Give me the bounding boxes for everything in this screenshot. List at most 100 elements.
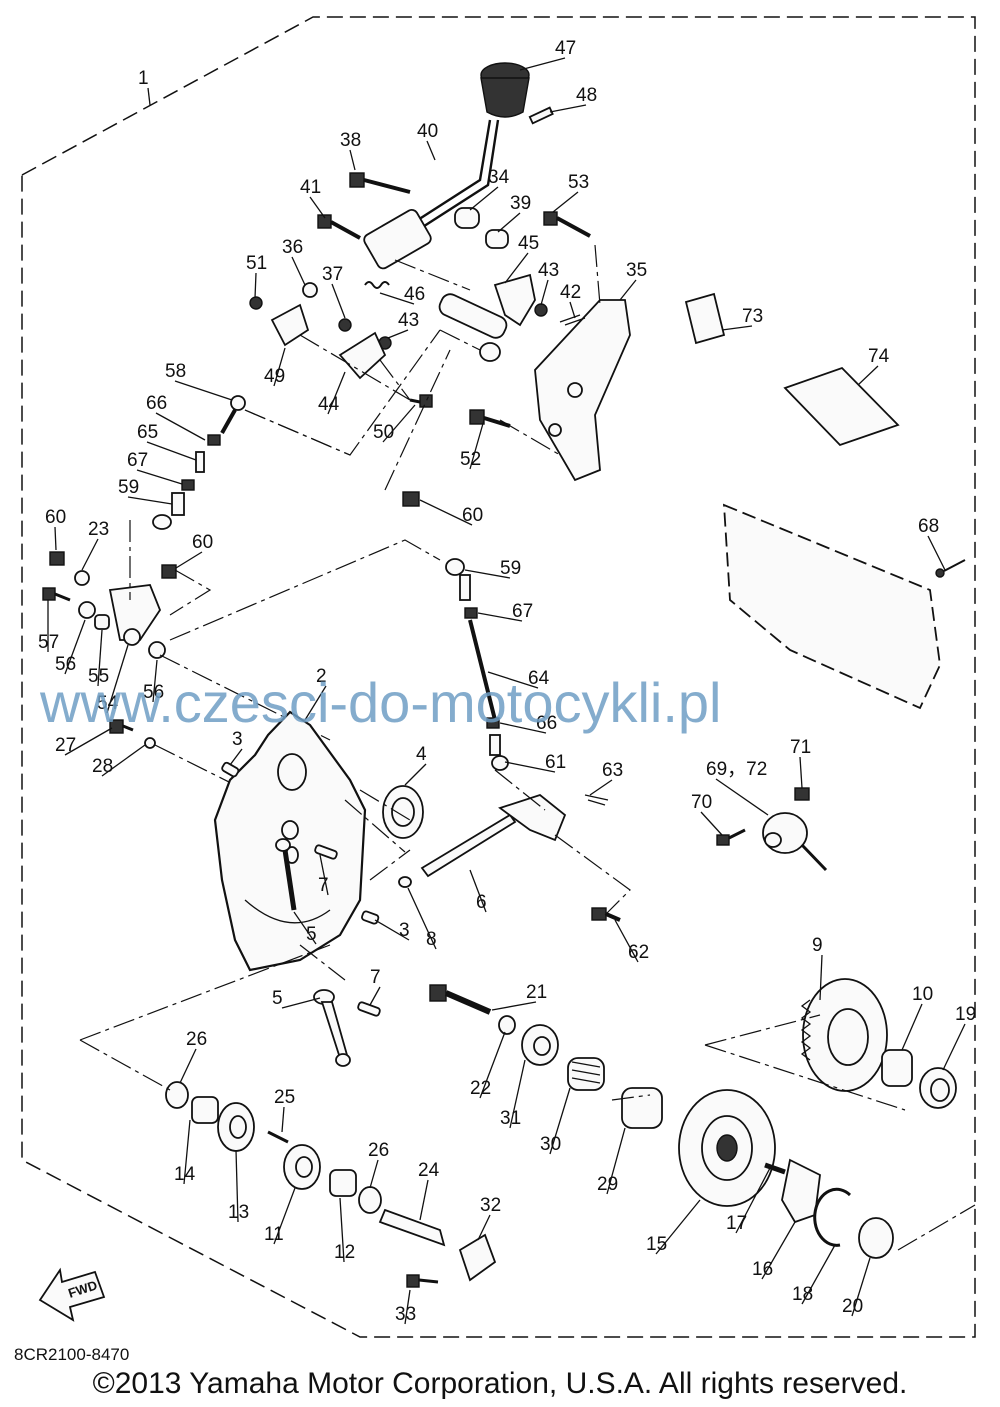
part-25-spring: [267, 1130, 289, 1144]
part-15-gear: [678, 1089, 776, 1207]
part-5-link-rod-b: [313, 989, 351, 1067]
part-number-label: 42: [560, 282, 581, 303]
part-13-gear: [217, 1102, 255, 1152]
leader-line: [54, 526, 57, 551]
fwd-arrow: FWD: [38, 1267, 106, 1322]
part-49-switch: [270, 303, 310, 347]
leader-line: [64, 619, 86, 675]
part-43-nut-a: [534, 303, 548, 317]
watermark: www.czesci-do-motocykli.pl: [39, 671, 722, 734]
part-number-label: 38: [340, 130, 361, 151]
part-number-label: 36: [282, 237, 303, 258]
part-number-label: 40: [417, 121, 438, 142]
part-number-label: 54: [97, 693, 119, 714]
leader-line: [101, 744, 146, 777]
leader-line: [477, 1214, 491, 1241]
part-66-nut: [207, 434, 221, 446]
part-67-nut-center: [464, 607, 478, 619]
leader-line: [293, 911, 317, 945]
part-labels: 1474840383439534136513746454342354349447…: [38, 38, 976, 1325]
part-number-label: 1: [138, 68, 149, 89]
part-65-rod: [195, 451, 205, 473]
leader-line: [175, 551, 203, 569]
leader-line: [183, 1119, 191, 1185]
leader-line: [504, 252, 529, 284]
part-number-label: 19: [955, 1004, 976, 1025]
leader-line: [369, 986, 381, 1006]
part-number-label: 24: [418, 1160, 440, 1181]
part-number-label: 2: [316, 666, 327, 687]
leader-line: [549, 104, 587, 113]
part-number-label: 14: [174, 1164, 196, 1185]
part-number-label: 26: [368, 1140, 389, 1161]
part-8-clip: [398, 876, 412, 888]
part-number-label: 50: [373, 422, 394, 443]
part-number-label: 47: [555, 38, 576, 59]
part-number-label: 60: [192, 532, 213, 553]
part-number-label: 70: [691, 792, 712, 813]
part-50-bolt: [409, 394, 433, 408]
part-number-label: 62: [628, 942, 649, 963]
part-number-label: 66: [536, 713, 557, 734]
part-56-washer-b: [148, 641, 166, 659]
part-29-spline: [621, 1087, 663, 1129]
part-60-nut-mid: [161, 564, 177, 579]
copyright-notice: ©2013 Yamaha Motor Corporation, U.S.A. A…: [93, 1367, 908, 1400]
leader-line: [426, 140, 436, 161]
leader-line: [291, 256, 306, 286]
leader-line: [179, 1048, 197, 1084]
part-7-pin-a: [314, 844, 338, 860]
leader-line: [569, 301, 576, 319]
part-number-label: 29: [597, 1174, 618, 1195]
leader-line: [254, 272, 257, 299]
part-26-washer-a: [165, 1081, 189, 1109]
part-26-washer-b: [358, 1186, 382, 1214]
part-61-rod-end: [489, 734, 509, 771]
part-number-label: 34: [488, 167, 510, 188]
part-number-label: 68: [918, 516, 939, 537]
leader-line: [273, 1187, 296, 1245]
chain-line-center: [344, 769, 631, 916]
part-number-label: 3: [399, 920, 410, 941]
leader-line: [97, 629, 103, 687]
part-number-label: 48: [576, 85, 597, 106]
leader-line: [715, 778, 769, 816]
part-54-bell-crank: [108, 584, 162, 641]
part-number-label: 43: [538, 260, 559, 281]
leader-line: [469, 869, 487, 913]
leader-line: [857, 365, 879, 386]
leader-line: [419, 1179, 429, 1221]
part-3-dowel-a: [221, 761, 240, 778]
part-68-rivet: [935, 559, 966, 578]
leader-line: [655, 1199, 701, 1255]
part-45-plate: [493, 273, 536, 327]
part-44-bracket: [338, 331, 387, 380]
part-46-spring: [364, 281, 390, 289]
part-number-label: 55: [88, 666, 109, 687]
leader-line: [487, 671, 539, 689]
part-number-label: 25: [274, 1087, 295, 1108]
leader-line: [152, 659, 158, 703]
shift-shaft: [438, 293, 508, 339]
part-55-collar: [94, 614, 110, 630]
part-number-label: 49: [264, 366, 285, 387]
part-number-label: 21: [526, 982, 547, 1003]
part-number-label: 71: [790, 737, 811, 758]
part-number-label: 7: [318, 875, 329, 896]
part-number-label: 39: [510, 193, 531, 214]
leader-line: [497, 212, 521, 233]
leader-line: [801, 1244, 836, 1305]
part-number-label: 4: [416, 744, 427, 765]
part-53-bolt: [543, 211, 591, 238]
part-30-spring: [567, 1057, 605, 1091]
leader-line: [127, 496, 173, 505]
part-36-washer: [302, 282, 318, 298]
leader-line: [464, 569, 511, 579]
part-number-label: 73: [742, 306, 763, 327]
part-number-label: 65: [137, 422, 158, 443]
part-number-label: 59: [500, 558, 521, 579]
part-14-bearing: [191, 1096, 219, 1124]
leader-line: [499, 722, 547, 734]
part-40-lever-base: [363, 208, 432, 270]
part-22-washer: [498, 1015, 516, 1035]
